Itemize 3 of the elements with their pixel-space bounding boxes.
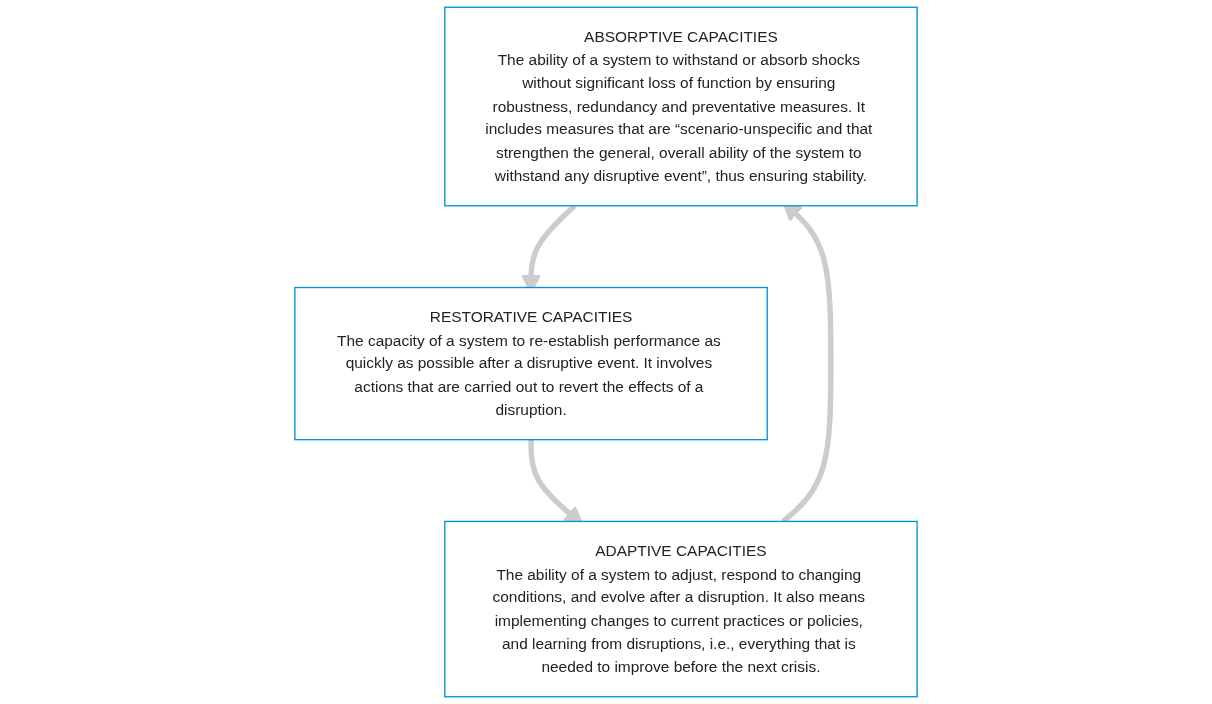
node-box: RESTORATIVE CAPACITIES The capacity of a system to re-establish performance as quickly as possible after a disruptive event. It involves actions that are carried out to revert the effects of a disruption. [294, 286, 768, 441]
node-box: ADAPTIVE CAPACITIES The ability of a system to adjust, respond to changing conditions, and evolve after a disruption. It also means implementing changes to current practices or policies, and learning from disruptions, i.e., everything that is needed to improve before the next crisis. [444, 520, 918, 698]
node-box: ABSORPTIVE CAPACITIES The ability of a system to withstand or absorb shocks without significant loss of function by ensuring robustness, redundancy and preventative measures. It includes measures that are “scenario-unspecific and that strengthen the general, overall ability of the system to withstand any disruptive event”, thus ensuring stability. [444, 6, 918, 207]
